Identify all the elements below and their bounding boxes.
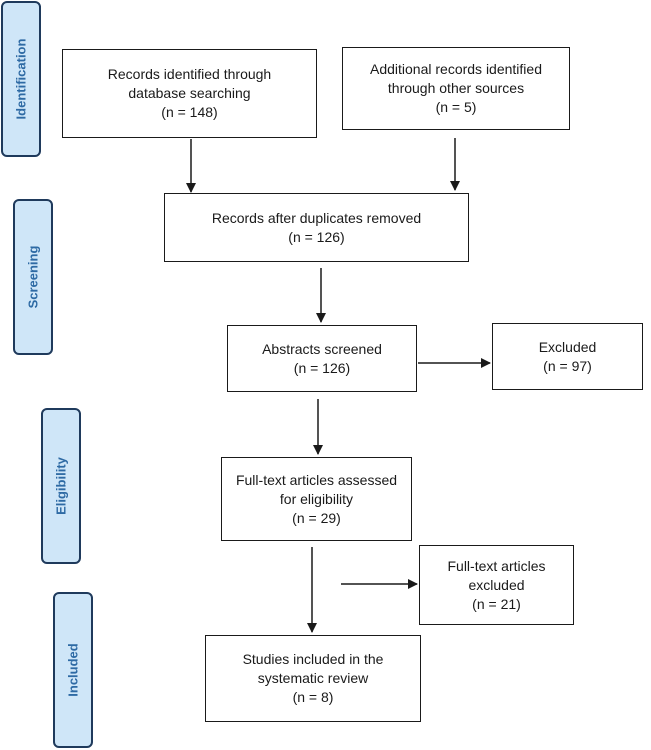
box-after-duplicates-count: (n = 126) bbox=[288, 228, 345, 245]
phase-eligibility: Eligibility bbox=[41, 408, 81, 564]
box-after-duplicates: Records after duplicates removed (n = 12… bbox=[164, 193, 469, 262]
box-fulltext-assessed-count: (n = 29) bbox=[292, 509, 341, 526]
box-fulltext-assessed-line-1: Full-text articles assessed bbox=[235, 471, 398, 488]
box-abstracts-screened-line-1: Abstracts screened bbox=[262, 340, 382, 357]
box-excluded-count: (n = 97) bbox=[543, 357, 592, 374]
box-fulltext-excluded: Full-text articles excluded (n = 21) bbox=[419, 545, 574, 625]
phase-screening: Screening bbox=[13, 199, 53, 355]
phase-included: Included bbox=[53, 592, 93, 748]
box-other-records: Additional records identified through ot… bbox=[342, 47, 570, 130]
box-studies-included-line-1: Studies included in the bbox=[242, 651, 384, 667]
box-fulltext-excluded-line-1: Full-text articles bbox=[447, 557, 546, 574]
box-database-records-line-1: Records identified through bbox=[107, 66, 272, 82]
box-database-records-count: (n = 148) bbox=[161, 104, 218, 120]
box-studies-included-line-2: systematic review bbox=[257, 670, 369, 686]
box-abstracts-screened: Abstracts screened (n = 126) bbox=[227, 325, 417, 392]
box-fulltext-assessed-line-2: for eligibility bbox=[279, 490, 354, 507]
box-fulltext-excluded-line-2: excluded bbox=[468, 576, 525, 593]
box-database-records-line-2: database searching bbox=[128, 85, 251, 101]
box-studies-included-count: (n = 8) bbox=[292, 689, 334, 705]
box-other-records-line-2: through other sources bbox=[387, 80, 525, 96]
box-abstracts-screened-count: (n = 126) bbox=[293, 359, 351, 376]
box-excluded: Excluded (n = 97) bbox=[492, 323, 643, 390]
box-after-duplicates-line-1: Records after duplicates removed bbox=[211, 209, 422, 226]
box-database-records: Records identified through database sear… bbox=[62, 49, 317, 138]
box-fulltext-assessed: Full-text articles assessed for eligibil… bbox=[221, 457, 412, 541]
box-studies-included: Studies included in the systematic revie… bbox=[205, 635, 421, 722]
box-other-records-line-1: Additional records identified bbox=[370, 61, 542, 77]
phase-identification: Identification bbox=[1, 1, 41, 157]
box-other-records-count: (n = 5) bbox=[435, 99, 477, 115]
box-fulltext-excluded-count: (n = 21) bbox=[472, 595, 521, 612]
box-excluded-line-1: Excluded bbox=[538, 338, 597, 355]
